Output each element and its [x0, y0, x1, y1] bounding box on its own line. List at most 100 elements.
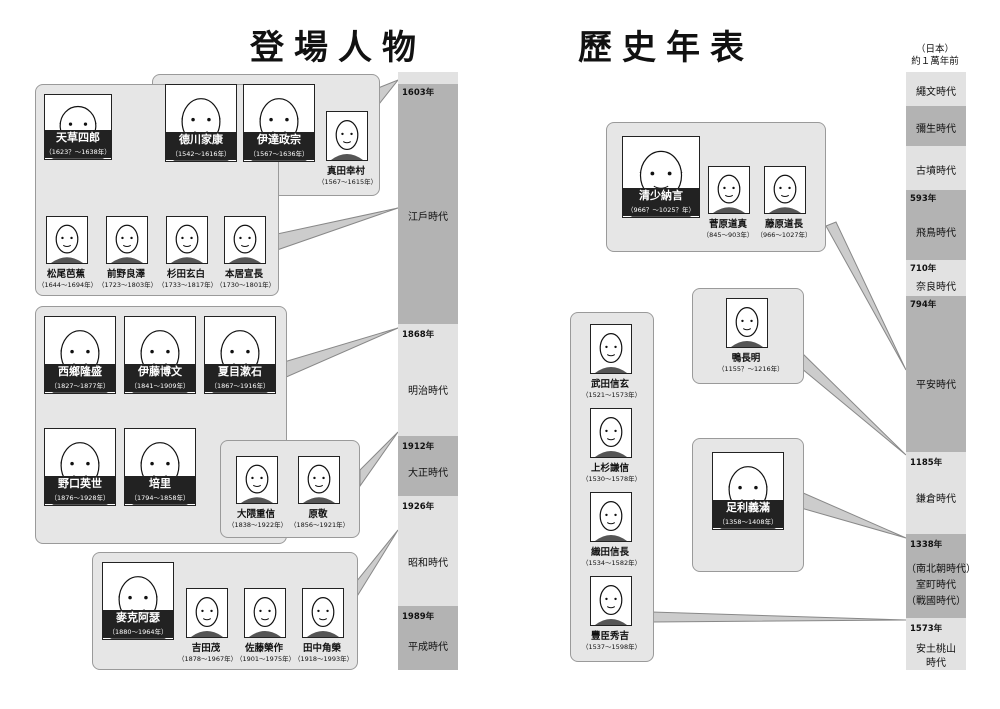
person-years: （1537～1598年）: [582, 643, 642, 651]
left-era-heisei: 平成時代: [408, 642, 448, 653]
person-years: （1567～1636年）: [243, 148, 315, 160]
person-name: 天草四郎: [44, 130, 112, 146]
person-years: （966～1027年）: [756, 231, 812, 239]
right-year-710: 710年: [910, 264, 937, 274]
right-era-sengoku: （戰國時代）: [906, 596, 966, 607]
person-name: 織田信長: [590, 547, 629, 558]
person-name: 原敬: [308, 509, 328, 520]
right-year-794: 794年: [910, 300, 937, 310]
person-years: （966？～1025？年）: [622, 204, 700, 216]
person-name: 培里: [124, 476, 196, 492]
person-name: 伊達政宗: [243, 132, 315, 148]
left-era-edo: 江戶時代: [408, 212, 448, 223]
person-years: （1794～1858年）: [124, 492, 196, 504]
left-segment-top: [398, 72, 458, 84]
face-illustration-icon: [595, 501, 627, 541]
portrait-sugita-genpaku: [166, 216, 208, 264]
person-years: （1856～1921年）: [290, 521, 350, 529]
person-years: （1358～1408年）: [712, 516, 784, 528]
person-years: （1534～1582年）: [582, 559, 642, 567]
portrait-takeda-shingen: [590, 324, 632, 374]
person-years: （1567～1615年）: [318, 178, 378, 186]
portrait-uesugi-kenshin: [590, 408, 632, 458]
portrait-okuma-shigenobu: [236, 456, 278, 504]
right-era-nanbokucho: （南北朝時代）: [906, 564, 976, 575]
portrait-hara-takashi: [298, 456, 340, 504]
person-name: 伊藤博文: [124, 364, 196, 380]
left-year-1603: 1603年: [402, 88, 435, 98]
portrait-toyotomi-hideyoshi: [590, 576, 632, 626]
connector-muromachi: [800, 491, 907, 539]
right-era-yayoi: 彌生時代: [916, 124, 956, 135]
person-years: （1876～1928年）: [44, 492, 116, 504]
person-name: 豐臣秀吉: [590, 631, 629, 642]
person-years: （845～903年）: [702, 231, 754, 239]
connector-edo-b: [276, 207, 399, 251]
person-name: 真田幸村: [326, 166, 365, 177]
connector-taisho: [359, 431, 399, 488]
portrait-kamo-chomei: [726, 298, 768, 348]
left-timeline: 1603年 江戶時代 1868年 明治時代 1912年 大正時代 1926年 昭…: [398, 72, 458, 670]
portrait-yoshida-shigeru: [186, 588, 228, 638]
person-name: 藤原道長: [764, 219, 803, 230]
face-illustration-icon: [769, 174, 801, 213]
right-era-kofun: 古墳時代: [916, 166, 956, 177]
face-illustration-icon: [331, 120, 363, 160]
person-name: 鴨長明: [731, 353, 761, 364]
person-years: （1644～1694年）: [38, 281, 98, 289]
right-segment-nara: 710年 奈良時代: [906, 260, 966, 296]
connector-azuchi: [651, 611, 907, 623]
right-era-azuchi: 安土桃山: [916, 644, 956, 655]
person-years: （1867～1916年）: [204, 380, 276, 392]
person-name: 佐藤榮作: [244, 643, 283, 654]
right-era-kamakura: 鎌倉時代: [916, 494, 956, 505]
left-year-1912: 1912年: [402, 442, 435, 452]
right-segment-jomon: 繩文時代: [906, 72, 966, 106]
person-years: （1623？～1638年）: [44, 146, 112, 158]
right-title: 歷史年表: [578, 28, 754, 68]
portrait-motoori-norinaga: [224, 216, 266, 264]
right-segment-kofun: 古墳時代: [906, 146, 966, 190]
left-era-taisho: 大正時代: [408, 468, 448, 479]
right-era-nara: 奈良時代: [916, 282, 956, 293]
face-illustration-icon: [713, 174, 745, 213]
right-year-1573: 1573年: [910, 624, 943, 634]
right-segment-kamakura: 1185年 鎌倉時代: [906, 452, 966, 534]
right-year-1338: 1338年: [910, 540, 943, 550]
left-year-1868: 1868年: [402, 330, 435, 340]
right-era-azuchi-2: 時代: [926, 658, 946, 669]
person-name: 松尾芭蕉: [46, 269, 85, 280]
right-segment-asuka: 593年 飛鳥時代: [906, 190, 966, 260]
person-name: 麥克阿瑟: [102, 610, 174, 626]
face-illustration-icon: [731, 307, 763, 347]
japan-header: （日本） 約１萬年前: [900, 44, 970, 68]
person-years: （1841～1909年）: [124, 380, 196, 392]
person-years: （1530～1578年）: [582, 475, 642, 483]
right-year-1185: 1185年: [910, 458, 943, 468]
left-segment-meiji: 1868年 明治時代: [398, 324, 458, 436]
face-illustration-icon: [241, 464, 273, 503]
face-illustration-icon: [191, 597, 223, 637]
left-segment-edo: 1603年 江戶時代: [398, 84, 458, 324]
portrait-matsuo-basho: [46, 216, 88, 264]
person-years: （1827～1877年）: [44, 380, 116, 392]
japan-header-line2: 約１萬年前: [911, 56, 959, 67]
person-years: （1155？～1216年）: [718, 365, 784, 373]
portrait-fujiwara-michinaga: [764, 166, 806, 214]
left-title: 登場人物: [250, 28, 426, 68]
portrait-sugawara-michizane: [708, 166, 750, 214]
face-illustration-icon: [595, 585, 627, 625]
left-segment-heisei: 1989年 平成時代: [398, 606, 458, 670]
connector-heian-b: [800, 350, 907, 456]
person-years: （1723～1803年）: [98, 281, 158, 289]
person-years: （1838～1922年）: [228, 521, 288, 529]
face-illustration-icon: [303, 464, 335, 503]
right-era-muromachi: 室町時代: [916, 580, 956, 591]
right-timeline: 繩文時代 彌生時代 古墳時代 593年 飛鳥時代 710年 奈良時代 794年 …: [906, 72, 976, 670]
person-name: 足利義滿: [712, 500, 784, 516]
right-era-heian: 平安時代: [916, 380, 956, 391]
face-illustration-icon: [229, 224, 261, 263]
right-year-593: 593年: [910, 194, 937, 204]
japan-header-line1: （日本）: [915, 44, 954, 55]
right-segment-muromachi: 1338年 （南北朝時代） 室町時代 （戰國時代）: [906, 534, 976, 618]
